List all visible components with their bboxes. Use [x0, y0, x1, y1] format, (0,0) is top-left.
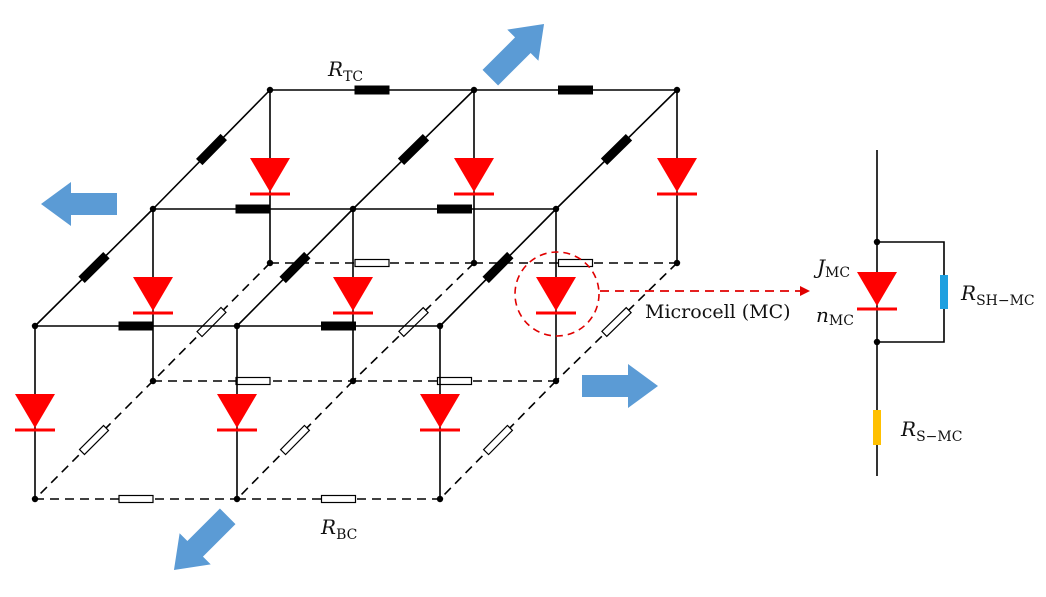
- node-dot: [552, 205, 560, 213]
- node-dot: [149, 377, 157, 385]
- top-contact-layer: [34, 85, 678, 331]
- node-dot: [31, 322, 39, 330]
- microcell-highlight: [514, 251, 810, 337]
- node-dot: [470, 86, 478, 94]
- diode-icon-triangle: [454, 158, 494, 192]
- top-resistor: [235, 204, 271, 214]
- diode-icon-triangle: [250, 158, 290, 192]
- top-resistor: [397, 134, 430, 165]
- node-dot: [233, 322, 241, 330]
- arrow-down-left-icon: [173, 508, 236, 571]
- microcell-diodes: [15, 158, 697, 432]
- node-dot: [873, 338, 881, 346]
- shunt-resistor: [940, 275, 948, 309]
- top-resistor: [321, 321, 356, 331]
- top-resistor: [118, 321, 154, 331]
- label-r-sh-mc: RSH−MC: [960, 281, 1035, 309]
- top-resistor: [437, 204, 472, 214]
- top-resistor: [558, 85, 593, 95]
- diode-icon-triangle: [217, 394, 257, 428]
- top-resistor: [354, 85, 390, 95]
- diode-icon-triangle: [333, 277, 373, 311]
- node-dot: [673, 86, 681, 94]
- direction-arrows: [41, 23, 658, 571]
- microcell-highlight-circle: [514, 251, 600, 337]
- label-n-mc: nMC: [816, 303, 854, 329]
- arrow-right-icon: [582, 364, 658, 408]
- node-dot: [470, 259, 478, 267]
- top-resistor: [78, 251, 110, 284]
- label-j-mc: JMC: [813, 255, 850, 281]
- equivalent-diode-icon: [857, 272, 897, 306]
- diode-icon-triangle: [15, 394, 55, 428]
- bottom-resistor: [235, 376, 271, 386]
- equivalent-circuit: [857, 150, 948, 476]
- bottom-resistor: [118, 494, 154, 504]
- node-dot: [673, 259, 681, 267]
- label-r-s-mc: RS−MC: [900, 417, 962, 445]
- shunt-branch-wire: [877, 241, 945, 343]
- node-dot: [436, 495, 444, 503]
- node-dot: [349, 205, 357, 213]
- node-dot: [233, 495, 241, 503]
- node-dot: [266, 86, 274, 94]
- label-r-bc: RBC: [320, 515, 357, 543]
- bottom-resistor: [196, 306, 227, 338]
- bottom-resistor: [398, 306, 429, 338]
- label-r-tc: RTC: [327, 57, 363, 85]
- top-resistor: [482, 251, 514, 284]
- node-dot: [149, 205, 157, 213]
- top-resistor: [279, 251, 311, 284]
- node-dot: [552, 377, 560, 385]
- top-resistor: [196, 133, 227, 166]
- bottom-resistor: [320, 494, 357, 504]
- node-dot: [349, 377, 357, 385]
- bottom-resistor: [354, 258, 390, 268]
- diode-icon-triangle: [536, 277, 576, 311]
- bottom-wire-diagonal: [555, 262, 678, 382]
- node-dot: [436, 322, 444, 330]
- bottom-resistor: [482, 424, 514, 456]
- bottom-resistor: [557, 258, 594, 268]
- diode-icon-triangle: [657, 158, 697, 192]
- pointer-arrowhead-icon: [800, 286, 810, 296]
- node-dot: [31, 495, 39, 503]
- arrow-up-right-icon: [482, 23, 545, 86]
- bottom-resistor: [279, 424, 311, 456]
- label-microcell: Microcell (MC): [645, 301, 791, 323]
- bottom-resistor: [78, 424, 110, 456]
- top-resistor: [600, 134, 633, 165]
- bottom-wire-diagonal: [352, 262, 475, 382]
- node-dot: [266, 259, 274, 267]
- nodes: [31, 86, 681, 503]
- diode-icon-triangle: [133, 277, 173, 311]
- series-resistor: [873, 410, 881, 445]
- diode-icon-triangle: [420, 394, 460, 428]
- arrow-left-icon: [41, 182, 117, 226]
- bottom-resistor: [601, 306, 632, 338]
- bottom-resistor: [436, 376, 473, 386]
- node-dot: [873, 238, 881, 246]
